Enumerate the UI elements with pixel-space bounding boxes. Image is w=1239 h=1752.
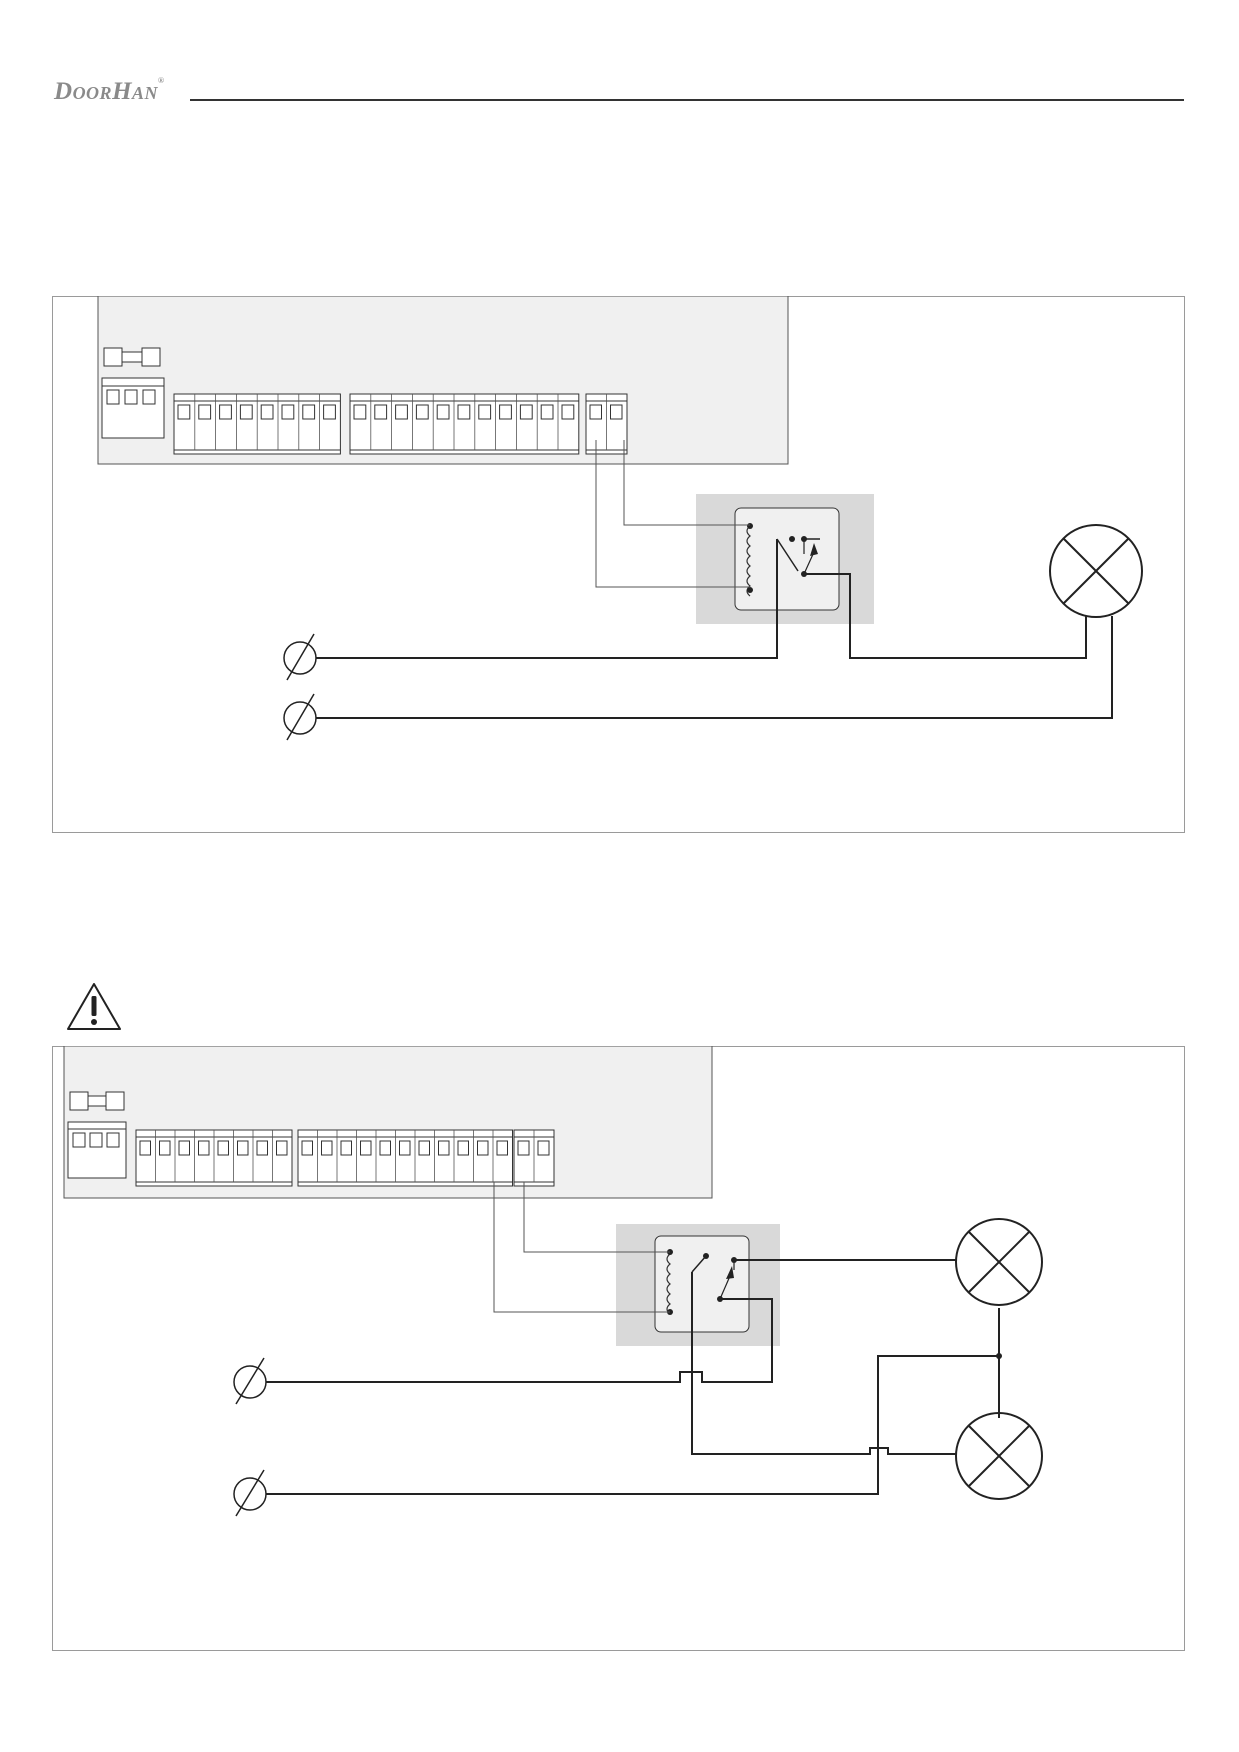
lamp-icon bbox=[955, 1412, 1043, 1500]
terminal-pin bbox=[457, 404, 471, 420]
power-wires bbox=[316, 539, 1113, 719]
terminal-pin bbox=[256, 1140, 268, 1156]
terminal-pin bbox=[276, 1140, 288, 1156]
terminal-pin bbox=[499, 404, 512, 420]
terminal-pin bbox=[281, 404, 295, 420]
fuse-icon bbox=[103, 347, 161, 367]
terminal-pin bbox=[610, 404, 623, 420]
control-board bbox=[63, 1046, 713, 1199]
junction-dot bbox=[996, 1353, 1002, 1359]
header-rule bbox=[190, 99, 1184, 101]
terminal-block-a bbox=[135, 1129, 293, 1187]
lamp-icon bbox=[1049, 524, 1143, 618]
fuse-icon bbox=[69, 1091, 125, 1111]
terminal-pin bbox=[399, 1140, 411, 1156]
terminal-block-a bbox=[173, 393, 341, 455]
terminal-pin bbox=[477, 1140, 489, 1156]
terminal-pin bbox=[237, 1140, 249, 1156]
relay-icon bbox=[696, 494, 874, 624]
terminal-pin bbox=[537, 1140, 550, 1156]
power-terminal-block bbox=[67, 1121, 127, 1179]
terminal-pin bbox=[379, 1140, 391, 1156]
terminal-pin bbox=[415, 404, 429, 420]
supply-terminal-icon bbox=[283, 633, 317, 741]
terminal-pin bbox=[217, 1140, 229, 1156]
power-wires bbox=[266, 1259, 1000, 1495]
control-wires bbox=[493, 1182, 670, 1313]
control-wires bbox=[595, 440, 750, 588]
terminal-pin bbox=[239, 404, 253, 420]
supply-terminal-icon bbox=[233, 1357, 267, 1517]
terminal-pin bbox=[589, 404, 602, 420]
terminal-pin bbox=[198, 1140, 210, 1156]
terminal-pin bbox=[302, 404, 316, 420]
terminal-pin bbox=[321, 1140, 333, 1156]
terminal-block-c bbox=[585, 393, 628, 455]
wiring-diagram-single-lamp bbox=[52, 296, 1185, 833]
terminal-pin bbox=[395, 404, 408, 420]
terminal-pin bbox=[198, 404, 212, 420]
warning-icon bbox=[67, 983, 121, 1030]
terminal-pin bbox=[517, 1140, 530, 1156]
wiring-diagram-two-lamps bbox=[52, 1046, 1185, 1651]
terminal-pin bbox=[360, 1140, 372, 1156]
control-board bbox=[97, 296, 789, 465]
terminal-pin bbox=[301, 1140, 313, 1156]
terminal-pin bbox=[340, 1140, 352, 1156]
terminal-block-c bbox=[513, 1129, 555, 1187]
terminal-pin bbox=[139, 1140, 151, 1156]
terminal-pin bbox=[457, 1140, 469, 1156]
lamp-icon bbox=[955, 1218, 1043, 1306]
terminal-pin bbox=[436, 404, 450, 420]
brand-logo: DOORHAN® bbox=[54, 76, 165, 105]
terminal-pin bbox=[177, 404, 191, 420]
terminal-pin bbox=[438, 1140, 450, 1156]
relay-icon bbox=[616, 1224, 780, 1346]
terminal-block-b bbox=[297, 1129, 513, 1187]
terminal-pin bbox=[418, 1140, 430, 1156]
terminal-pin bbox=[478, 404, 492, 420]
terminal-pin bbox=[219, 404, 232, 420]
terminal-pin bbox=[374, 404, 388, 420]
terminal-pin bbox=[353, 404, 367, 420]
terminal-pin bbox=[540, 404, 554, 420]
terminal-pin bbox=[519, 404, 533, 420]
terminal-block-b bbox=[349, 393, 580, 455]
terminal-pin bbox=[260, 404, 274, 420]
terminal-pin bbox=[323, 404, 336, 420]
terminal-pin bbox=[561, 404, 575, 420]
terminal-pin bbox=[178, 1140, 190, 1156]
terminal-pin bbox=[496, 1140, 508, 1156]
terminal-pin bbox=[159, 1140, 171, 1156]
power-terminal-block bbox=[101, 377, 165, 439]
